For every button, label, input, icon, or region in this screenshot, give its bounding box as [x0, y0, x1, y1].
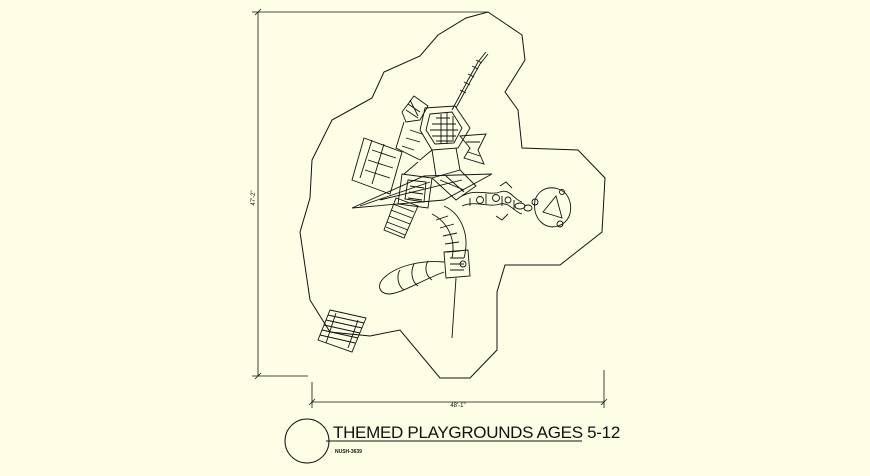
- tower-bottom: [443, 249, 471, 279]
- stairs: [383, 197, 419, 239]
- hex-deck: [419, 105, 471, 151]
- horizontal-dimension-label: 48'-1": [450, 403, 465, 409]
- horizontal-dimension: [308, 370, 608, 408]
- tube-slide: [379, 260, 445, 295]
- playground-equipment: [317, 51, 572, 353]
- bowtie-deck: [459, 133, 487, 165]
- wavy-slide: [431, 205, 467, 259]
- triangle-ring: [531, 187, 572, 228]
- roof-panel: [351, 137, 403, 195]
- play-area-boundary: [299, 11, 606, 379]
- drawing-subtitle: NUSH-3639: [335, 449, 362, 455]
- title-symbol-circle: [284, 418, 330, 464]
- overhead-ladder: [461, 190, 523, 215]
- vertical-dimension: [252, 8, 488, 380]
- center-roof: [431, 169, 477, 201]
- vertical-dimension-label: 47'-2": [251, 190, 257, 205]
- triangle-platform: [351, 173, 493, 209]
- title-block: THEMED PLAYGROUNDS AGES 5-12 NUSH-3639: [284, 418, 620, 464]
- fire-pole: [451, 277, 457, 339]
- bottom-stairs: [317, 309, 367, 353]
- chain-climber: [451, 51, 487, 111]
- drawing-title: THEMED PLAYGROUNDS AGES 5-12: [333, 423, 620, 442]
- chain-link: [495, 181, 533, 221]
- tower-left: [401, 95, 429, 123]
